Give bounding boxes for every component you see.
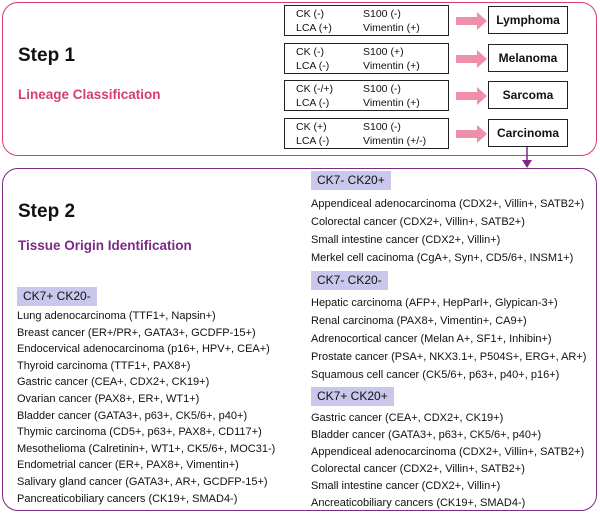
vimentin-marker: Vimentin (+): [363, 97, 420, 109]
lca-marker: LCA (-): [296, 60, 330, 72]
list-item: Mesothelioma (Calretinin+, WT1+, CK5/6+,…: [17, 442, 276, 455]
ck-marker: CK (-): [296, 46, 324, 58]
step1-title: Step 1: [18, 45, 76, 66]
s100-marker: S100 (-): [363, 8, 401, 20]
arrow-icon: [456, 87, 487, 105]
group-header-ck7neg-ck20neg: CK7- CK20-: [311, 271, 388, 290]
list-item: Renal carcinoma (PAX8+, Vimentin+, CA9+): [311, 315, 527, 327]
step2-subtitle: Tissue Origin Identification: [18, 238, 192, 253]
list-item: Bladder cancer (GATA3+, p63+, CK5/6+, p4…: [17, 409, 248, 422]
list-item: Small intestine cancer (CDX2+, Villin+): [311, 480, 501, 492]
connector-arrowhead-icon: [522, 160, 532, 168]
list-item: Squamous cell cancer (CK5/6+, p63+, p40+…: [311, 369, 560, 381]
vimentin-marker: Vimentin (+): [363, 22, 420, 34]
list-item: Bladder cancer (GATA3+, p63+, CK5/6+, p4…: [311, 429, 542, 441]
list-item: Salivary gland cancer (GATA3+, AR+, GCDF…: [17, 475, 268, 488]
s100-marker: S100 (-): [363, 83, 401, 95]
list-item: Breast cancer (ER+/PR+, GATA3+, GCDFP-15…: [17, 326, 256, 339]
ck-marker: CK (+): [296, 121, 327, 133]
list-item: Endocervical adenocarcinoma (p16+, HPV+,…: [17, 343, 270, 356]
lca-marker: LCA (-): [296, 97, 330, 109]
list-item: Thymic carcinoma (CD5+, p63+, PAX8+, CD1…: [17, 426, 262, 439]
marker-box-melanoma: CK (-) LCA (-) S100 (+) Vimentin (+): [284, 43, 449, 74]
list-item: Gastric cancer (CEA+, CDX2+, CK19+): [311, 412, 504, 424]
vimentin-marker: Vimentin (+/-): [363, 135, 427, 147]
group-header-ck7neg-ck20pos: CK7- CK20+: [311, 171, 391, 190]
lca-marker: LCA (-): [296, 135, 330, 147]
list-item: Prostate cancer (PSA+, NKX3.1+, P504S+, …: [311, 351, 587, 363]
lca-marker: LCA (+): [296, 22, 332, 34]
marker-box-carcinoma: CK (+) LCA (-) S100 (-) Vimentin (+/-): [284, 118, 449, 149]
list-item: Merkel cell cacinoma (CgA+, Syn+, CD5/6+…: [311, 252, 574, 264]
group-list-ck7pos-ck20neg: Lung adenocarcinoma (TTF1+, Napsin+) Bre…: [17, 308, 275, 507]
list-item: Hepatic carcinoma (AFP+, HepParl+, Glypi…: [311, 297, 558, 309]
group-list-ck7neg-ck20pos: Appendiceal adenocarcinoma (CDX2+, Villi…: [311, 195, 584, 267]
vimentin-marker: Vimentin (+): [363, 60, 420, 72]
step1-subtitle: Lineage Classification: [18, 87, 161, 102]
list-item: Lung adenocarcinoma (TTF1+, Napsin+): [17, 310, 216, 322]
ck-marker: CK (-/+): [296, 83, 334, 95]
list-item: Ancreaticobiliary cancers (CK19+, SMAD4-…: [311, 497, 526, 509]
list-item: Small intestine cancer (CDX2+, Villin+): [311, 234, 501, 246]
result-sarcoma: Sarcoma: [488, 81, 568, 109]
marker-box-sarcoma: CK (-/+) LCA (-) S100 (-) Vimentin (+): [284, 80, 449, 111]
group-header-ck7pos-ck20pos: CK7+ CK20+: [311, 387, 394, 406]
result-lymphoma: Lymphoma: [488, 6, 568, 34]
step2-title: Step 2: [18, 201, 76, 222]
list-item: Adrenocortical cancer (Melan A+, SF1+, I…: [311, 333, 552, 345]
group-header-ck7pos-ck20neg: CK7+ CK20-: [17, 287, 97, 306]
arrow-icon: [456, 12, 487, 30]
step2-panel: [2, 168, 597, 511]
marker-box-lymphoma: CK (-) LCA (+) S100 (-) Vimentin (+): [284, 5, 449, 36]
arrow-icon: [456, 125, 487, 143]
list-item: Appendiceal adenocarcinoma (CDX2+, Villi…: [311, 446, 585, 458]
list-item: Endometrial cancer (ER+, PAX8+, Vimentin…: [17, 459, 239, 472]
result-carcinoma: Carcinoma: [488, 119, 568, 147]
s100-marker: S100 (+): [363, 46, 404, 58]
list-item: Thyroid carcinoma (TTF1+, PAX8+): [17, 359, 191, 372]
list-item: Pancreaticobiliary cancers (CK19+, SMAD4…: [17, 492, 238, 505]
list-item: Ovarian cancer (PAX8+, ER+, WT1+): [17, 392, 200, 405]
list-item: Colorectal cancer (CDX2+, Villin+, SATB2…: [311, 463, 525, 475]
ck-marker: CK (-): [296, 8, 324, 20]
list-item: Colorectal cancer (CDX2+, Villin+, SATB2…: [311, 216, 525, 228]
s100-marker: S100 (-): [363, 121, 401, 133]
group-list-ck7pos-ck20pos: Gastric cancer (CEA+, CDX2+, CK19+) Blad…: [311, 410, 584, 512]
result-melanoma: Melanoma: [488, 44, 568, 72]
group-list-ck7neg-ck20neg: Hepatic carcinoma (AFP+, HepParl+, Glypi…: [311, 294, 586, 384]
arrow-icon: [456, 50, 487, 68]
list-item: Appendiceal adenocarcinoma (CDX2+, Villi…: [311, 198, 585, 210]
list-item: Gastric cancer (CEA+, CDX2+, CK19+): [17, 376, 210, 389]
